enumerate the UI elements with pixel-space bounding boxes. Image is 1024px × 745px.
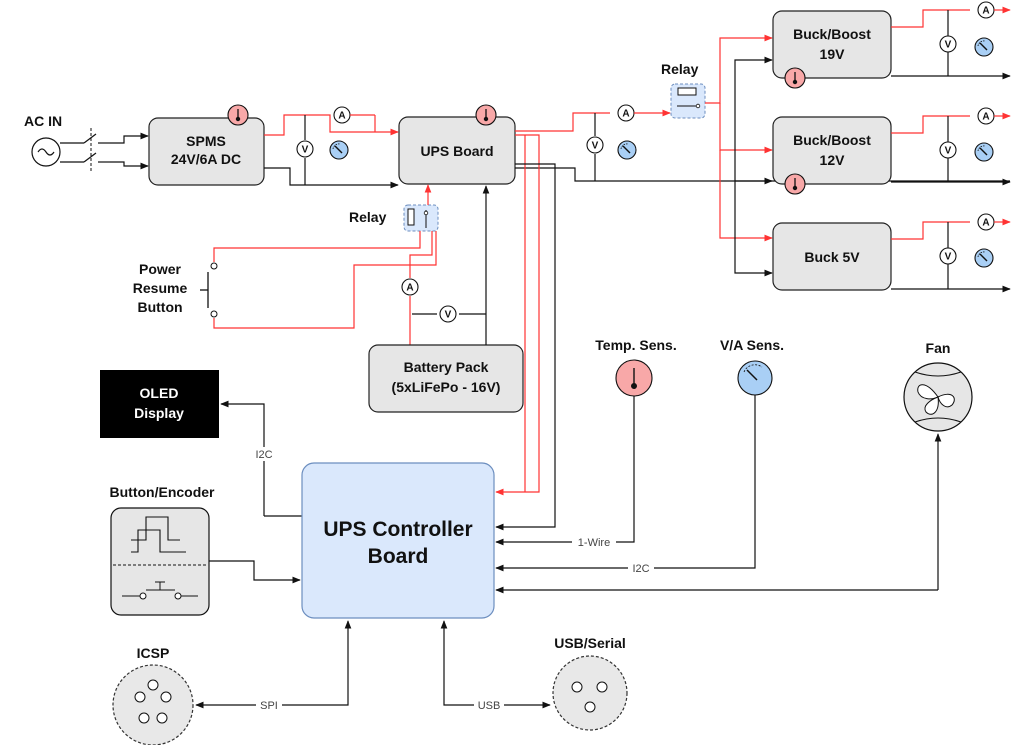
push-button-icon [200, 262, 218, 318]
svg-text:Battery Pack: Battery Pack [404, 359, 489, 375]
fan-icon [903, 362, 973, 432]
switch-icon [60, 128, 110, 172]
svg-text:SPMS: SPMS [186, 133, 226, 149]
ac-source-icon [31, 137, 61, 167]
voltmeter-icon [439, 305, 457, 323]
gauge-icon [974, 37, 994, 57]
battery-pack-box: Battery Pack (5xLiFePo - 16V) [368, 344, 524, 413]
buck-boost-12v-box: Buck/Boost 12V [772, 116, 892, 185]
voltmeter-icon [939, 247, 957, 265]
relay-icon [403, 204, 439, 232]
icsp-label: ICSP [137, 645, 170, 661]
relay-icon [670, 83, 706, 119]
thermometer-icon [615, 359, 653, 397]
ammeter-icon [617, 104, 635, 122]
connector-icon [112, 664, 194, 745]
svg-text:Button: Button [137, 299, 182, 315]
power-resume-label: Power [139, 261, 182, 277]
gauge-icon [974, 248, 994, 268]
oled-display-box: OLED Display [100, 370, 219, 438]
usb-label: USB [478, 700, 501, 712]
svg-text:UPS Board: UPS Board [420, 143, 493, 159]
ammeter-icon [977, 107, 995, 125]
voltmeter-icon [586, 136, 604, 154]
spi-label: SPI [260, 700, 278, 712]
ups-controller-board-box: UPS Controller Board [301, 462, 495, 619]
ammeter-icon [977, 1, 995, 19]
gauge-icon [974, 142, 994, 162]
ammeter-icon [333, 106, 351, 124]
svg-text:Display: Display [134, 405, 184, 421]
buck-boost-19v-box: Buck/Boost 19V [772, 10, 892, 79]
thermometer-icon [475, 104, 497, 126]
svg-text:(5xLiFePo - 16V): (5xLiFePo - 16V) [392, 379, 501, 395]
one-wire-label: 1-Wire [578, 537, 610, 549]
svg-text:Resume: Resume [133, 280, 188, 296]
encoder-icon [110, 507, 210, 616]
thermometer-icon [784, 67, 806, 89]
relay-label-top: Relay [661, 61, 699, 77]
svg-text:UPS Controller: UPS Controller [323, 518, 472, 541]
button-encoder-label: Button/Encoder [110, 484, 216, 500]
buck-5v-box: Buck 5V [772, 222, 892, 291]
va-sens-label: V/A Sens. [720, 337, 784, 353]
ammeter-icon [401, 278, 419, 296]
voltmeter-icon [939, 35, 957, 53]
relay-label: Relay [349, 209, 387, 225]
gauge-icon [617, 140, 637, 160]
svg-text:12V: 12V [820, 152, 846, 168]
svg-text:Buck 5V: Buck 5V [804, 249, 860, 265]
svg-text:24V/6A DC: 24V/6A DC [171, 151, 241, 167]
fan-label: Fan [926, 340, 951, 356]
thermometer-icon [227, 104, 249, 126]
thermometer-icon [784, 173, 806, 195]
svg-text:OLED: OLED [140, 385, 179, 401]
spms-box: SPMS 24V/6A DC [148, 117, 265, 186]
voltmeter-icon [296, 140, 314, 158]
i2c-oled-label: I2C [255, 449, 272, 461]
gauge-icon [329, 140, 349, 160]
svg-text:Buck/Boost: Buck/Boost [793, 26, 871, 42]
ups-board-box: UPS Board [398, 116, 516, 185]
usb-serial-label: USB/Serial [554, 635, 626, 651]
svg-text:Buck/Boost: Buck/Boost [793, 132, 871, 148]
gauge-icon [737, 360, 773, 396]
connector-icon [552, 655, 628, 731]
ammeter-icon [977, 213, 995, 231]
voltmeter-icon [939, 141, 957, 159]
temp-sens-label: Temp. Sens. [595, 337, 676, 353]
svg-text:Board: Board [368, 545, 429, 568]
ac-in-label: AC IN [24, 113, 62, 129]
i2c-sens-label: I2C [632, 563, 649, 575]
svg-text:19V: 19V [820, 46, 846, 62]
